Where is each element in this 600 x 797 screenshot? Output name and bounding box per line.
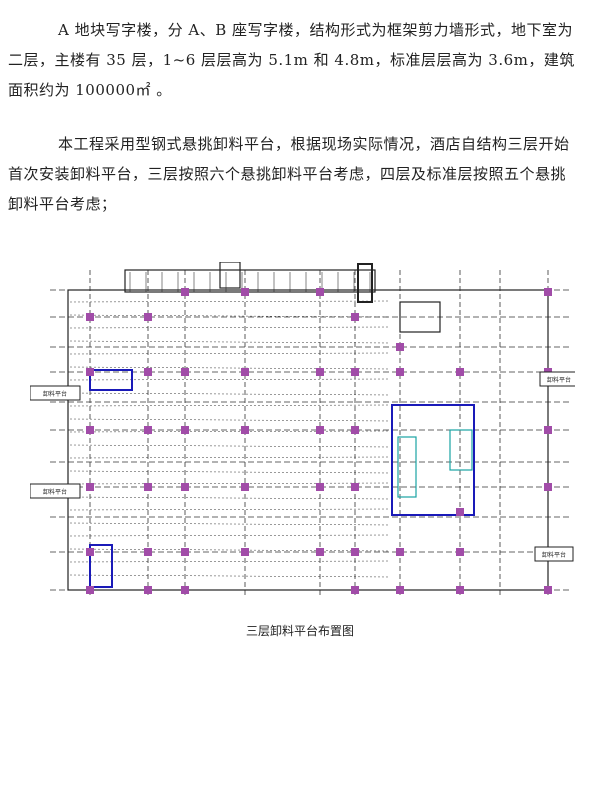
column-marker (396, 548, 404, 556)
figure-caption: 三层卸料平台布置图 (245, 624, 354, 638)
column-marker (86, 426, 94, 434)
column-marker (144, 586, 152, 594)
top-wing-outline (124, 269, 376, 293)
column-marker (181, 368, 189, 376)
column-marker (181, 288, 189, 296)
column-marker (241, 426, 249, 434)
platform-callout: 卸料平台 (539, 371, 575, 387)
svg-text:卸料平台: 卸料平台 (547, 376, 571, 384)
column-marker (241, 548, 249, 556)
column-marker (456, 508, 464, 516)
column-marker (181, 586, 189, 594)
column-marker (144, 368, 152, 376)
svg-text:卸料平台: 卸料平台 (542, 551, 566, 559)
column-marker (86, 483, 94, 491)
column-marker (86, 368, 94, 376)
platform-callout: 卸料平台 (30, 385, 81, 401)
column-marker (351, 313, 359, 321)
column-marker (456, 548, 464, 556)
core-platform-box (391, 404, 475, 516)
platform-plan-paragraph: 本工程采用型钢式悬挑卸料平台，根据现场实际情况，酒店自结构三层开始首次安装卸料平… (8, 135, 570, 213)
svg-text:卸料平台: 卸料平台 (43, 390, 67, 398)
project-overview-paragraph: A 地块写字楼，分 A、B 座写字楼，结构形式为框架剪力墙形式，地下室为二层，主… (8, 21, 575, 99)
column-marker (144, 313, 152, 321)
platform-box-upper-left (89, 369, 133, 391)
column-marker (351, 548, 359, 556)
column-marker (396, 343, 404, 351)
column-marker (544, 586, 552, 594)
column-marker (351, 483, 359, 491)
column-marker (181, 548, 189, 556)
platform-callout: 卸料平台 (30, 483, 81, 499)
platform-box-lower-left (89, 544, 113, 588)
column-marker (86, 313, 94, 321)
column-marker (544, 426, 552, 434)
column-marker (351, 586, 359, 594)
building-outline (67, 289, 549, 591)
column-marker (144, 548, 152, 556)
svg-text:卸料平台: 卸料平台 (43, 488, 67, 496)
top-right-box (357, 263, 373, 303)
column-marker (544, 288, 552, 296)
column-marker (351, 426, 359, 434)
column-marker (241, 368, 249, 376)
column-marker (316, 548, 324, 556)
column-marker (181, 483, 189, 491)
column-marker (456, 368, 464, 376)
column-marker (144, 483, 152, 491)
column-marker (351, 368, 359, 376)
upper-core-box (399, 301, 441, 333)
column-marker (544, 483, 552, 491)
column-marker (316, 483, 324, 491)
column-marker (86, 586, 94, 594)
column-marker (316, 288, 324, 296)
column-marker (316, 368, 324, 376)
column-marker (181, 426, 189, 434)
column-marker (456, 586, 464, 594)
column-marker (396, 586, 404, 594)
column-marker (241, 288, 249, 296)
column-marker (316, 426, 324, 434)
column-marker (241, 483, 249, 491)
column-marker (144, 426, 152, 434)
column-marker (86, 548, 94, 556)
column-marker (396, 368, 404, 376)
platform-callout: 卸料平台 (534, 546, 574, 562)
top-stair-box (219, 262, 241, 289)
